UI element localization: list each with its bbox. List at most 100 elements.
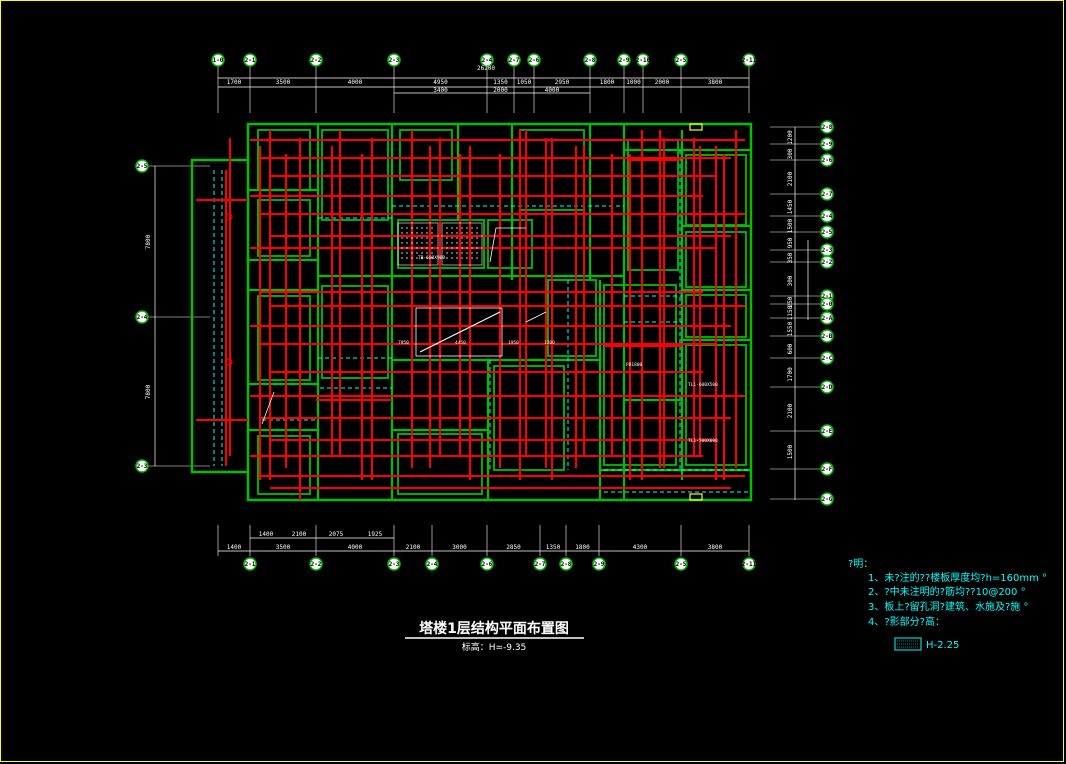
hatch-dot [471, 237, 473, 239]
axis-label: 2-1 [245, 57, 256, 64]
axis-label: 2-9 [619, 57, 630, 64]
dimension-value: 4000 [348, 544, 363, 551]
axis-bubble: 2-4 [425, 557, 439, 571]
hatch-dot [421, 247, 423, 249]
hatch-dot [461, 227, 463, 229]
dimension-value: 1400 [259, 531, 274, 538]
axis-bubble: 2-2 [820, 255, 834, 269]
axis-bubble: 2-5 [674, 557, 688, 571]
hatch-dot [426, 232, 428, 234]
hatch-dot [476, 247, 478, 249]
dimension-value: 1550 [787, 321, 794, 336]
hatch-dot [451, 247, 453, 249]
axis-bubble: 2-9 [820, 137, 834, 151]
hatch-dot [401, 232, 403, 234]
axis-bubble-circle [527, 53, 541, 67]
dimension-value: 3800 [708, 79, 723, 86]
axis-bubble-circle [820, 120, 834, 134]
axis-bubble-circle [820, 137, 834, 151]
hatch-dot [461, 242, 463, 244]
wall-box [257, 435, 311, 495]
hatch-dot [416, 237, 418, 239]
hatch-dot [426, 242, 428, 244]
axis-label: 2-6 [482, 561, 493, 568]
hatch-dot [421, 252, 423, 254]
hatch-dot [401, 252, 403, 254]
axis-label: 2-1 [822, 293, 833, 300]
axis-bubble-circle [480, 53, 494, 67]
rebar-marker [225, 213, 233, 221]
hatch-dot [446, 237, 448, 239]
axis-bubble-circle [820, 225, 834, 239]
hatch-dot [431, 232, 433, 234]
dimension-value: 7800 [145, 234, 152, 249]
axis-label: 2-3 [822, 247, 833, 254]
opening-line [489, 227, 497, 263]
hidden-beam-lines [213, 150, 751, 493]
wall-box [487, 219, 533, 269]
hatch-dot [401, 257, 403, 259]
hatch-dot [431, 252, 433, 254]
axis-bubble-circle [820, 187, 834, 201]
hatch-dot [426, 237, 428, 239]
hatch-dot [406, 242, 408, 244]
axis-label: 2-3 [389, 57, 400, 64]
axis-label: 2-4 [137, 314, 148, 321]
axis-label: 2-0 [822, 301, 833, 308]
hatch-dot [456, 237, 458, 239]
dimension-value: 250 [787, 296, 794, 307]
axis-bubble: 2-8 [583, 53, 597, 67]
wall-box [603, 284, 677, 466]
axis-bubble: 2-7 [820, 187, 834, 201]
slab-tag: TB-600X900 [418, 255, 445, 261]
dimension-value: 3800 [708, 544, 723, 551]
dimension-value: 1450 [787, 199, 794, 214]
hatch-dot [416, 252, 418, 254]
axis-bubble: 2-C [820, 351, 834, 365]
slab-rebar-lines [196, 130, 745, 500]
axis-label: 2-2 [311, 57, 322, 64]
axis-label: 2-6 [822, 157, 833, 164]
dimension-value: 2100 [787, 403, 794, 418]
axis-bubble: 2-9 [617, 53, 631, 67]
axis-label: 2-11 [742, 561, 757, 568]
overall-dimension: 26200 [477, 65, 495, 72]
opening-line [525, 311, 547, 323]
hatch-dot [416, 232, 418, 234]
axis-label: 2-10 [636, 57, 651, 64]
axis-bubble: 2-3 [387, 53, 401, 67]
wall-box [321, 285, 389, 379]
dimension-value: 3000 [452, 544, 467, 551]
note-item: 3、板上?留孔洞?建筑、水施及?施 ° [868, 600, 1028, 613]
dimension-value: 2000 [655, 79, 670, 86]
axis-bubble: 2-0 [820, 297, 834, 311]
axis-label: 2-9 [594, 561, 605, 568]
axis-bubble: 2-5 [820, 225, 834, 239]
axis-bubble-circle [742, 53, 756, 67]
axis-bubble: 2-1 [243, 557, 257, 571]
outer-wall [246, 122, 753, 502]
axis-bubble: 2-11 [742, 557, 757, 571]
dimension-value: 4000 [545, 87, 560, 94]
dimension-value: 1800 [575, 544, 590, 551]
axis-bubble: 2-3 [387, 557, 401, 571]
axis-bubble-circle [211, 53, 225, 67]
hatch-dot [446, 227, 448, 229]
axis-label: 2-F [822, 466, 833, 473]
axis-label: 2-8 [822, 124, 833, 131]
hatch-dot [451, 237, 453, 239]
hatch-dot [471, 252, 473, 254]
hatch-dot [446, 242, 448, 244]
hatch-dot [421, 237, 423, 239]
axis-bubble-circle [636, 53, 650, 67]
dimension-value: 4300 [633, 544, 648, 551]
hatch-dot [401, 242, 403, 244]
left-wall-wing [190, 158, 248, 474]
notes-heading: ?明： [848, 558, 873, 570]
axis-bubble: 2-6 [480, 557, 494, 571]
dimension-value: 300 [787, 275, 794, 286]
hatch-dot [401, 237, 403, 239]
drawing-subtitle: 标高：H=-9.35 [462, 641, 527, 653]
wall-box [257, 129, 311, 191]
